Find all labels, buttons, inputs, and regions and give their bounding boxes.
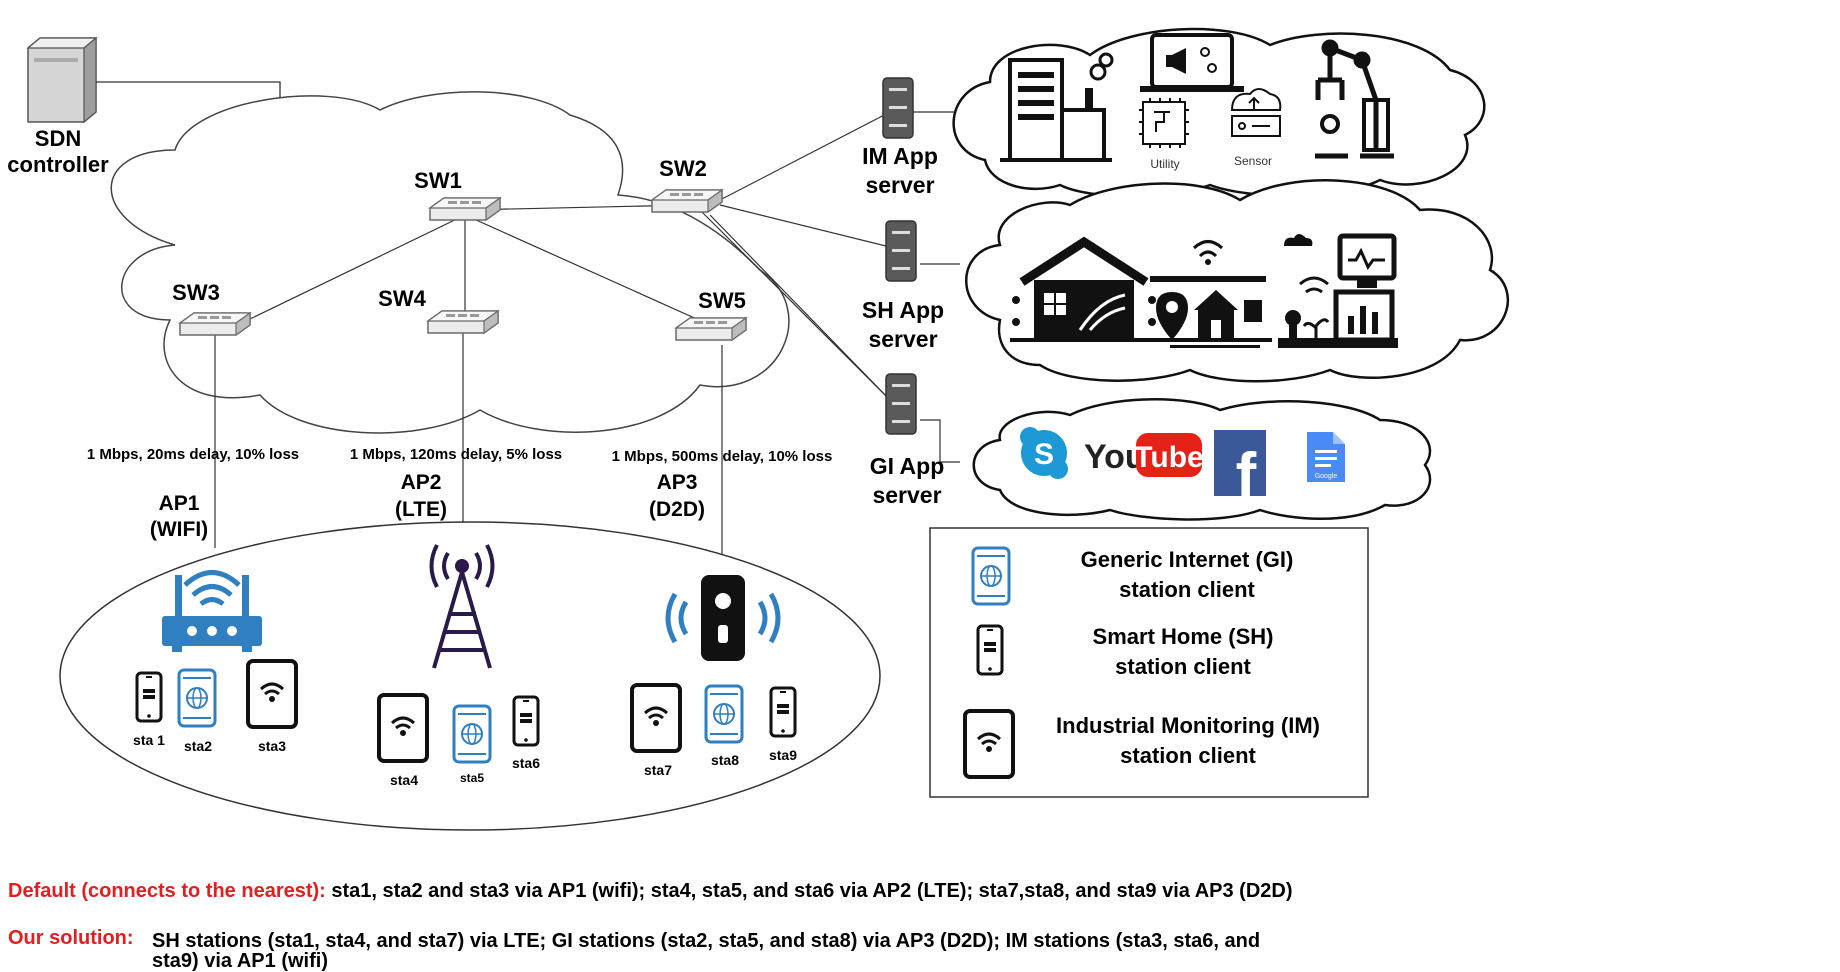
legend-im-line2: station client	[1120, 743, 1256, 768]
im-server-label-line2: server	[865, 172, 934, 198]
default-note: Default (connects to the nearest): sta1,…	[8, 880, 1293, 903]
google-docs-label: Google	[1315, 473, 1338, 480]
legend-gi-line1: Generic Internet (GI)	[1081, 547, 1294, 572]
sh-app-server-icon	[885, 220, 917, 282]
gi-server-label-line1: GI App	[870, 453, 945, 479]
solution-note-label: Our solution:	[8, 927, 134, 949]
sta1-sh-phone-icon	[135, 671, 163, 723]
facebook-logo-letter: f	[1236, 441, 1257, 510]
utility-chip-icon	[1139, 98, 1189, 148]
sta7-label: sta7	[644, 762, 672, 778]
sdn-link	[96, 81, 281, 102]
factory-icon	[1000, 52, 1114, 162]
legend-im-icon	[963, 709, 1015, 779]
sta6-sh-phone-icon	[512, 695, 540, 747]
youtube-logo-you: You	[1084, 438, 1146, 476]
switch-sw5	[675, 317, 747, 341]
google-docs-icon: Google	[1307, 432, 1345, 482]
ap2-name: AP2	[401, 471, 442, 494]
solution-note-label-row: Our solution:	[8, 927, 134, 950]
sw4-label: SW4	[378, 286, 426, 311]
switch-sw2	[651, 189, 723, 213]
link-ap1-params: 1 Mbps, 20ms delay, 10% loss	[87, 446, 299, 463]
sw1-label: SW1	[414, 168, 462, 193]
facebook-logo-icon: f	[1214, 430, 1266, 510]
legend-gi-line2: station client	[1119, 577, 1255, 602]
lte-tower-icon	[429, 544, 495, 669]
legend-sh-line2: station client	[1115, 654, 1251, 679]
ap1-type: (WIFI)	[150, 518, 208, 541]
youtube-logo-icon: You Tube	[1084, 433, 1204, 477]
skype-logo-letter: S	[1034, 438, 1054, 471]
sta7-im-tablet-icon	[630, 683, 682, 753]
switch-sw3	[179, 312, 251, 336]
solution-note-line1: SH stations (sta1, sta4, and sta7) via L…	[152, 930, 1261, 952]
legend-gi-icon	[971, 546, 1011, 606]
monitor-speaker-icon	[1140, 33, 1244, 92]
sta2-gi-tablet-icon	[177, 668, 217, 728]
legend-sh-icon	[976, 624, 1004, 676]
gi-server-label-line2: server	[872, 482, 941, 508]
sta8-gi-tablet-icon	[704, 684, 744, 744]
youtube-logo-tube: Tube	[1134, 441, 1203, 474]
utility-label: Utility	[1150, 157, 1179, 171]
sta9-sh-phone-icon	[769, 686, 797, 738]
sta4-im-tablet-icon	[377, 693, 429, 763]
sta3-im-tablet-icon	[246, 659, 298, 729]
link-ap2-params: 1 Mbps, 120ms delay, 5% loss	[350, 446, 562, 463]
sta1-label: sta 1	[133, 732, 165, 748]
sta2-label: sta2	[184, 738, 212, 754]
default-note-text: sta1, sta2 and sta3 via AP1 (wifi); sta4…	[331, 880, 1293, 902]
sdn-label-line2: controller	[7, 152, 109, 177]
ap1-name: AP1	[159, 492, 200, 515]
sta6-label: sta6	[512, 755, 540, 771]
im-app-server-icon	[882, 77, 914, 139]
sta3-label: sta3	[258, 738, 286, 754]
skype-logo-icon: S	[1020, 427, 1068, 479]
switch-sw1	[429, 197, 501, 221]
default-note-label: Default (connects to the nearest):	[8, 880, 326, 902]
sdn-controller-icon	[26, 36, 98, 124]
sdn-label-line1: SDN	[35, 126, 81, 151]
solution-note-line2: sta9) via AP1 (wifi)	[152, 950, 328, 972]
smart-house-icon	[1010, 236, 1160, 342]
sw5-label: SW5	[698, 288, 746, 313]
d2d-device-icon	[665, 575, 781, 661]
gi-app-server-icon	[885, 373, 917, 435]
legend-im-line1: Industrial Monitoring (IM)	[1056, 713, 1320, 738]
smart-home-location-icon	[1150, 240, 1272, 348]
sensor-label: Sensor	[1234, 154, 1272, 168]
switch-sw4	[427, 310, 499, 334]
robot-arm-icon	[1315, 39, 1394, 159]
sw3-label: SW3	[172, 280, 220, 305]
ap2-type: (LTE)	[395, 498, 447, 521]
ap3-type: (D2D)	[649, 498, 705, 521]
sta9-label: sta9	[769, 747, 797, 763]
switch-links	[214, 111, 960, 555]
sw2-label: SW2	[659, 156, 707, 181]
sta5-gi-tablet-icon	[452, 704, 492, 764]
wifi-router-icon	[162, 570, 262, 652]
legend-sh-line1: Smart Home (SH)	[1093, 624, 1274, 649]
link-ap3-params: 1 Mbps, 500ms delay, 10% loss	[612, 448, 833, 465]
smart-farm-monitor-icon	[1278, 233, 1398, 348]
core-network-cloud	[110, 91, 790, 434]
sh-server-label-line1: SH App	[862, 297, 944, 323]
sta4-label: sta4	[390, 772, 418, 788]
im-server-label-line1: IM App	[862, 143, 938, 169]
sta8-label: sta8	[711, 752, 739, 768]
sta5-label: sta5	[460, 771, 484, 785]
ap3-name: AP3	[657, 471, 698, 494]
sensor-icon	[1230, 88, 1282, 137]
sh-server-label-line2: server	[868, 326, 937, 352]
